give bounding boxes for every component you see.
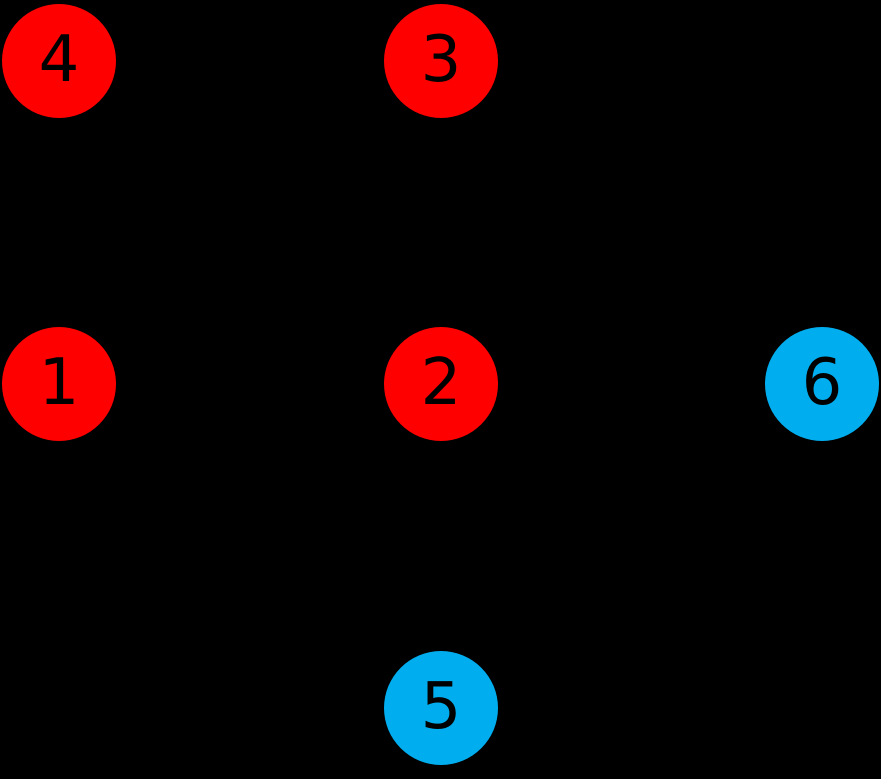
graph-node-label: 2 [420,346,462,420]
graph-node-label: 6 [801,346,843,420]
graph-node-5[interactable]: 5 [384,651,498,765]
graph-node-label: 5 [420,670,462,744]
graph-node-4[interactable]: 4 [2,4,116,118]
graph-node-1[interactable]: 1 [2,327,116,441]
graph-node-label: 4 [38,23,80,97]
graph-node-label: 1 [38,346,80,420]
graph-node-3[interactable]: 3 [384,4,498,118]
graph-node-6[interactable]: 6 [765,327,879,441]
graph-node-label: 3 [420,23,462,97]
graph-node-2[interactable]: 2 [384,327,498,441]
